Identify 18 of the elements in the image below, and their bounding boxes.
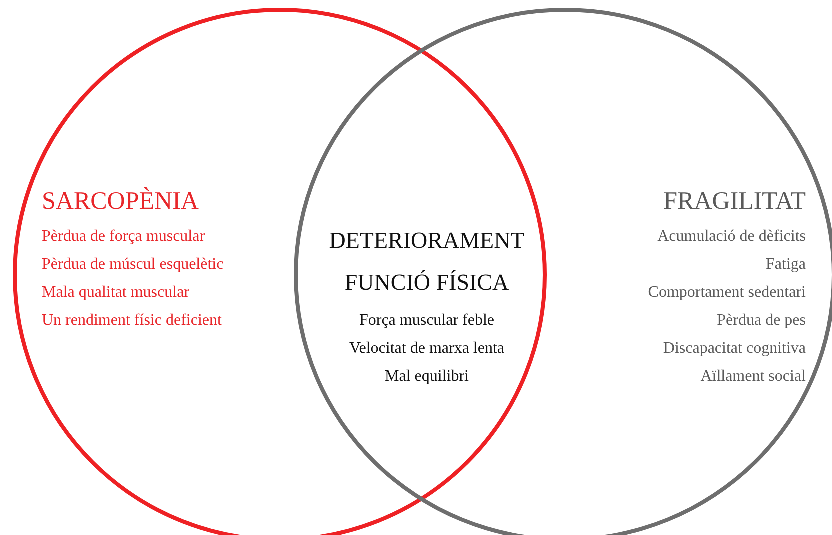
list-item: Mal equilibri — [385, 367, 469, 387]
circle-heading: SARCOPÈNIA — [42, 186, 199, 217]
list-item: Un rendiment físic deficient — [42, 311, 222, 331]
list-item: Força muscular feble — [359, 311, 495, 331]
venn-circle — [294, 8, 832, 535]
list-item: Fatiga — [766, 255, 806, 275]
list-item: Pèrdua de múscul esquelètic — [42, 255, 224, 275]
list-item: Pèrdua de força muscular — [42, 227, 206, 247]
list-item: Discapacitat cognitiva — [663, 339, 806, 359]
list-item: Comportament sedentari — [648, 283, 806, 303]
list-item: Mala qualitat muscular — [42, 283, 190, 303]
list-item: Velocitat de marxa lenta — [349, 339, 505, 359]
venn-circle — [13, 8, 547, 535]
list-item: Aïllament social — [700, 367, 806, 387]
list-item: Acumulació de dèficits — [658, 227, 806, 247]
circle-heading: DETERIORAMENT FUNCIÓ FÍSICA — [328, 227, 526, 297]
circle-heading: FRAGILITAT — [664, 187, 806, 217]
list-item: Pèrdua de pes — [717, 311, 806, 331]
